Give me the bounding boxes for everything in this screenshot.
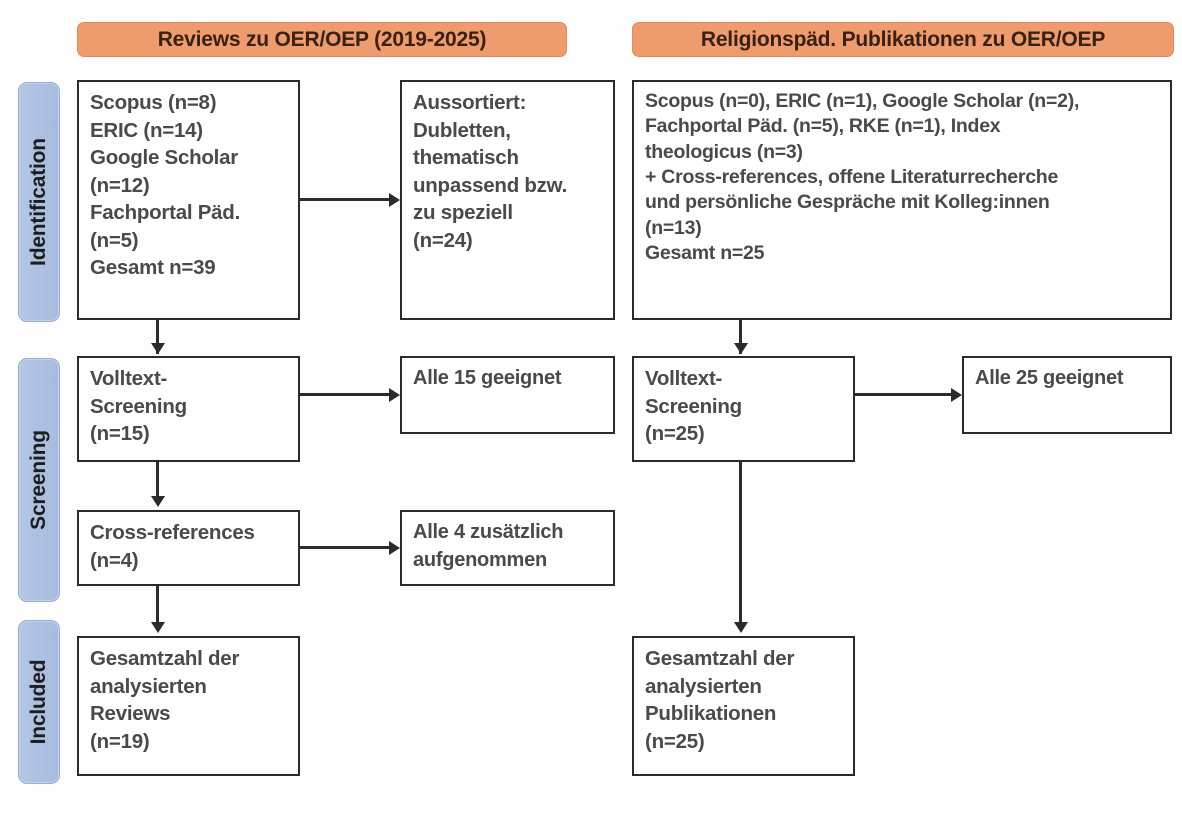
box-right-screening-result-text: Alle 25 geeignet: [975, 367, 1124, 389]
connector-left-crossrefs-to-included: [156, 586, 159, 628]
column-header-reviews-label: Reviews zu OER/OEP (2019-2025): [157, 27, 487, 51]
box-right-included-text: Gesamtzahl der analysierten Publikatione…: [645, 647, 795, 753]
stage-label-included: Included: [27, 659, 50, 745]
connector-right-sources-to-screening: [739, 320, 742, 354]
box-right-screening: Volltext- Screening (n=25): [632, 356, 855, 462]
box-right-sources-text: Scopus (n=0), ERIC (n=1), Google Scholar…: [645, 90, 1080, 265]
arrowhead-left-crossrefs-to-included: [150, 622, 165, 633]
box-right-included: Gesamtzahl der analysierten Publikatione…: [632, 636, 855, 776]
box-left-crossrefs-result-text: Alle 4 zusätzlich aufgenommen: [413, 521, 564, 571]
box-right-screening-text: Volltext- Screening (n=25): [645, 367, 742, 446]
connector-right-screening-to-included: [739, 462, 742, 624]
box-right-sources: Scopus (n=0), ERIC (n=1), Google Scholar…: [632, 80, 1172, 320]
arrowhead-left-sources-to-screening: [150, 343, 165, 354]
box-left-crossrefs: Cross-references (n=4): [77, 510, 300, 586]
connector-right-screening-to-result: [855, 393, 951, 396]
box-left-included-text: Gesamtzahl der analysierten Reviews (n=1…: [90, 647, 240, 753]
connector-left-sources-to-screening: [156, 320, 159, 354]
box-left-excluded: Aussortiert: Dubletten, thematisch unpas…: [400, 80, 615, 320]
arrowhead-left-sources-to-excluded: [389, 192, 400, 207]
box-left-screening-result-text: Alle 15 geeignet: [413, 367, 562, 389]
connector-left-crossrefs-to-result: [300, 546, 389, 549]
stage-pill-identification: Identification: [18, 82, 60, 322]
box-left-screening: Volltext- Screening (n=15): [77, 356, 300, 462]
arrowhead-left-crossrefs-to-result: [389, 540, 400, 555]
box-right-screening-result: Alle 25 geeignet: [962, 356, 1172, 434]
arrowhead-right-screening-to-result: [951, 387, 962, 402]
box-left-excluded-text: Aussortiert: Dubletten, thematisch unpas…: [413, 91, 568, 252]
box-left-screening-result: Alle 15 geeignet: [400, 356, 615, 434]
column-header-publikationen: Religionspäd. Publikationen zu OER/OEP: [632, 22, 1174, 57]
box-left-sources: Scopus (n=8) ERIC (n=14) Google Scholar …: [77, 80, 300, 320]
arrowhead-right-sources-to-screening: [733, 343, 748, 354]
stage-pill-included: Included: [18, 620, 60, 784]
box-left-crossrefs-result: Alle 4 zusätzlich aufgenommen: [400, 510, 615, 586]
arrowhead-right-screening-to-included: [733, 622, 748, 633]
stage-label-screening: Screening: [27, 430, 50, 530]
arrowhead-left-screening-to-crossrefs: [150, 496, 165, 507]
connector-left-screening-to-result: [300, 393, 389, 396]
column-header-publikationen-label: Religionspäd. Publikationen zu OER/OEP: [700, 27, 1106, 51]
stage-pill-screening: Screening: [18, 358, 60, 602]
connector-left-screening-to-crossrefs: [156, 462, 159, 502]
stage-label-identification: Identification: [27, 138, 50, 266]
box-left-sources-text: Scopus (n=8) ERIC (n=14) Google Scholar …: [90, 91, 241, 280]
column-header-reviews: Reviews zu OER/OEP (2019-2025): [77, 22, 567, 57]
box-left-screening-text: Volltext- Screening (n=15): [90, 367, 187, 446]
connector-left-sources-to-excluded: [300, 198, 389, 201]
box-left-included: Gesamtzahl der analysierten Reviews (n=1…: [77, 636, 300, 776]
arrowhead-left-screening-to-result: [389, 387, 400, 402]
box-left-crossrefs-text: Cross-references (n=4): [90, 521, 255, 572]
